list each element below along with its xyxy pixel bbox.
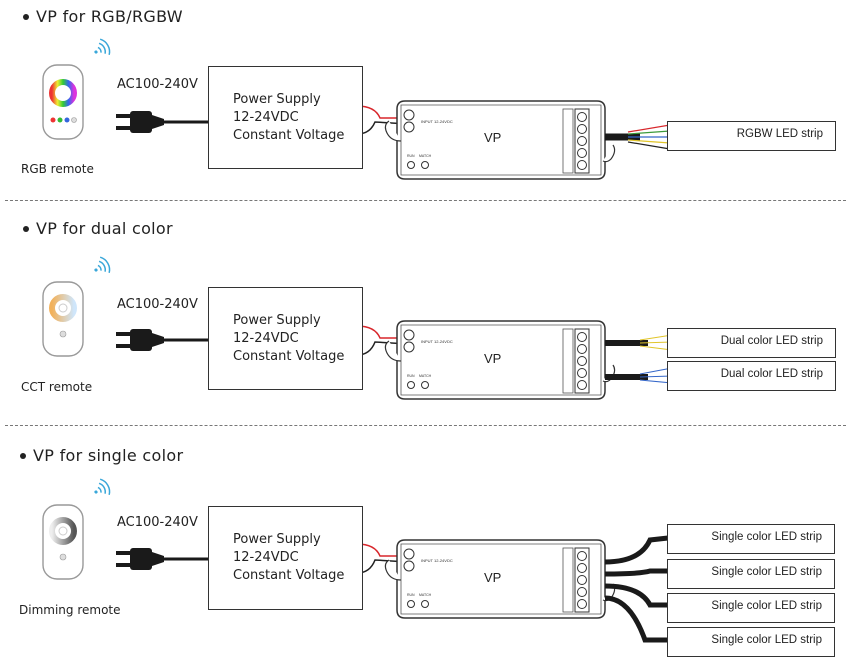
section-divider — [5, 200, 846, 201]
section-title-single-color: VP for single color — [33, 446, 184, 465]
single-color-led-strip: Single color LED strip — [667, 593, 835, 623]
power-supply-line: Constant Voltage — [233, 568, 345, 583]
power-supply-line: Constant Voltage — [233, 349, 345, 364]
ac-plug-icon — [116, 329, 164, 351]
led-strip-label: Dual color LED strip — [720, 335, 823, 347]
dual-color-led-strip: Dual color LED strip — [667, 328, 836, 358]
section-divider — [5, 425, 846, 426]
power-supply-line: Power Supply — [233, 313, 321, 328]
led-strip-label: Dual color LED strip — [720, 368, 823, 380]
power-supply-line: Power Supply — [233, 532, 321, 547]
ac-input-label: AC100-240V — [117, 77, 198, 92]
vp-controller-label: VP — [484, 351, 502, 366]
led-strip-label: Single color LED strip — [711, 531, 822, 543]
ac-input-label: AC100-240V — [117, 297, 198, 312]
ac-plug-icon — [116, 548, 164, 570]
vp-controller-label: VP — [484, 130, 502, 145]
dimming-remote-icon — [42, 504, 84, 580]
power-supply-line: 12-24VDC — [233, 331, 299, 346]
wireless-signal-icon — [89, 476, 114, 502]
ac-plug-icon — [116, 111, 164, 133]
wireless-signal-icon — [89, 254, 114, 280]
power-supply-line: 12-24VDC — [233, 110, 299, 125]
led-strip-label: Single color LED strip — [711, 566, 822, 578]
vp-controller-label: VP — [484, 570, 502, 585]
cct-remote-icon — [42, 281, 84, 357]
power-supply-line: Constant Voltage — [233, 128, 345, 143]
rgb-remote-icon — [43, 65, 83, 139]
dual-color-led-strip: Dual color LED strip — [667, 361, 836, 391]
single-color-led-strip: Single color LED strip — [667, 559, 835, 589]
cct-remote-label: CCT remote — [21, 380, 93, 394]
rgb-remote-label: RGB remote — [21, 162, 94, 176]
led-strip-label: Single color LED strip — [711, 600, 822, 612]
power-supply-line: Power Supply — [233, 92, 321, 107]
single-color-led-strip: Single color LED strip — [667, 524, 835, 554]
power-supply-line: 12-24VDC — [233, 550, 299, 565]
rgbw-led-strip: RGBW LED strip — [667, 121, 836, 151]
power-supply-box: Power Supply 12-24VDC Constant Voltage — [208, 287, 363, 390]
power-supply-box: Power Supply 12-24VDC Constant Voltage — [208, 506, 363, 610]
section-title-rgb: VP for RGB/RGBW — [36, 7, 183, 26]
led-strip-label: RGBW LED strip — [736, 128, 823, 140]
single-color-led-strip: Single color LED strip — [667, 627, 835, 657]
section-title-dual-color: VP for dual color — [36, 219, 173, 238]
led-strip-label: Single color LED strip — [711, 634, 822, 646]
dimming-remote-label: Dimming remote — [19, 603, 121, 617]
wireless-signal-icon — [89, 36, 114, 62]
ac-input-label: AC100-240V — [117, 515, 198, 530]
power-supply-box: Power Supply 12-24VDC Constant Voltage — [208, 66, 363, 169]
